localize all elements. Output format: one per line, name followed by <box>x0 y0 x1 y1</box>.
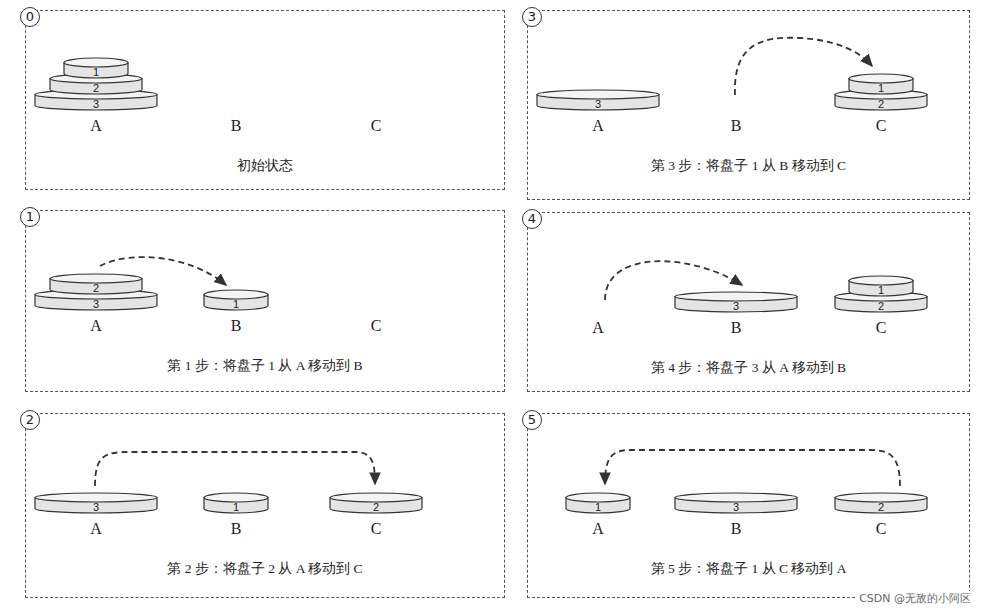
peg-label: A <box>84 317 108 335</box>
disk: 3 <box>536 89 660 111</box>
disk: 1 <box>63 57 129 79</box>
step-panel: 0ABC初始状态123 <box>25 10 505 190</box>
disk-number: 3 <box>674 501 798 513</box>
disk-number: 1 <box>848 82 914 94</box>
peg-label: B <box>724 520 748 538</box>
step-number: 5 <box>522 410 542 430</box>
step-caption: 第 3 步：将盘子 1 从 B 移动到 C <box>528 157 969 175</box>
peg-label: C <box>869 117 893 135</box>
step-caption: 第 1 步：将盘子 1 从 A 移动到 B <box>26 357 504 375</box>
move-arrow <box>95 452 375 486</box>
step-panel: 3ABC第 3 步：将盘子 1 从 B 移动到 C312 <box>527 10 970 200</box>
disk-number: 2 <box>834 98 928 110</box>
disk: 1 <box>203 289 269 311</box>
disk-number: 1 <box>565 501 631 513</box>
step-panel: 1ABC第 1 步：将盘子 1 从 A 移动到 B231 <box>25 210 505 392</box>
disk: 2 <box>834 492 928 514</box>
peg-label: A <box>84 520 108 538</box>
step-panel: 2ABC第 2 步：将盘子 2 从 A 移动到 C312 <box>25 413 505 598</box>
disk-number: 1 <box>63 66 129 78</box>
disk-number: 3 <box>536 98 660 110</box>
step-caption: 第 4 步：将盘子 3 从 A 移动到 B <box>528 359 969 377</box>
disk-number: 3 <box>34 501 158 513</box>
step-number: 0 <box>20 7 40 27</box>
move-arrow <box>605 450 900 486</box>
peg-label: C <box>869 319 893 337</box>
disk: 3 <box>674 291 798 313</box>
disk: 1 <box>848 73 914 95</box>
disk-number: 3 <box>34 98 158 110</box>
step-caption: 第 2 步：将盘子 2 从 A 移动到 C <box>26 560 504 578</box>
peg-label: C <box>364 317 388 335</box>
disk: 2 <box>329 492 423 514</box>
step-number: 2 <box>20 410 40 430</box>
disk: 3 <box>674 492 798 514</box>
peg-label: B <box>224 117 248 135</box>
peg-label: C <box>364 520 388 538</box>
step-panel: 4ABC第 4 步：将盘子 3 从 A 移动到 B312 <box>527 212 970 392</box>
peg-label: A <box>84 117 108 135</box>
disk-number: 1 <box>848 284 914 296</box>
peg-label: C <box>364 117 388 135</box>
peg-label: A <box>586 319 610 337</box>
disk-number: 1 <box>203 501 269 513</box>
disk-number: 1 <box>203 298 269 310</box>
disk: 1 <box>565 492 631 514</box>
peg-label: A <box>586 520 610 538</box>
disk: 2 <box>49 273 143 295</box>
step-caption: 第 5 步：将盘子 1 从 C 移动到 A <box>528 560 969 578</box>
disk-number: 3 <box>34 298 158 310</box>
peg-label: A <box>586 117 610 135</box>
disk-number: 3 <box>674 300 798 312</box>
disk: 3 <box>34 492 158 514</box>
disk-number: 2 <box>329 501 423 513</box>
peg-label: B <box>724 319 748 337</box>
step-number: 3 <box>522 7 542 27</box>
disk: 1 <box>203 492 269 514</box>
peg-label: C <box>869 520 893 538</box>
disk-number: 2 <box>49 82 143 94</box>
disk-number: 2 <box>834 501 928 513</box>
watermark: CSDN @无敌的小阿区 <box>857 591 973 606</box>
disk-number: 2 <box>834 300 928 312</box>
peg-label: B <box>224 317 248 335</box>
step-number: 4 <box>522 209 542 229</box>
step-number: 1 <box>20 207 40 227</box>
step-panel: 5ABC第 5 步：将盘子 1 从 C 移动到 A132 <box>527 413 970 598</box>
peg-label: B <box>724 117 748 135</box>
peg-label: B <box>224 520 248 538</box>
disk-number: 2 <box>49 282 143 294</box>
step-caption: 初始状态 <box>26 157 504 175</box>
disk: 1 <box>848 275 914 297</box>
